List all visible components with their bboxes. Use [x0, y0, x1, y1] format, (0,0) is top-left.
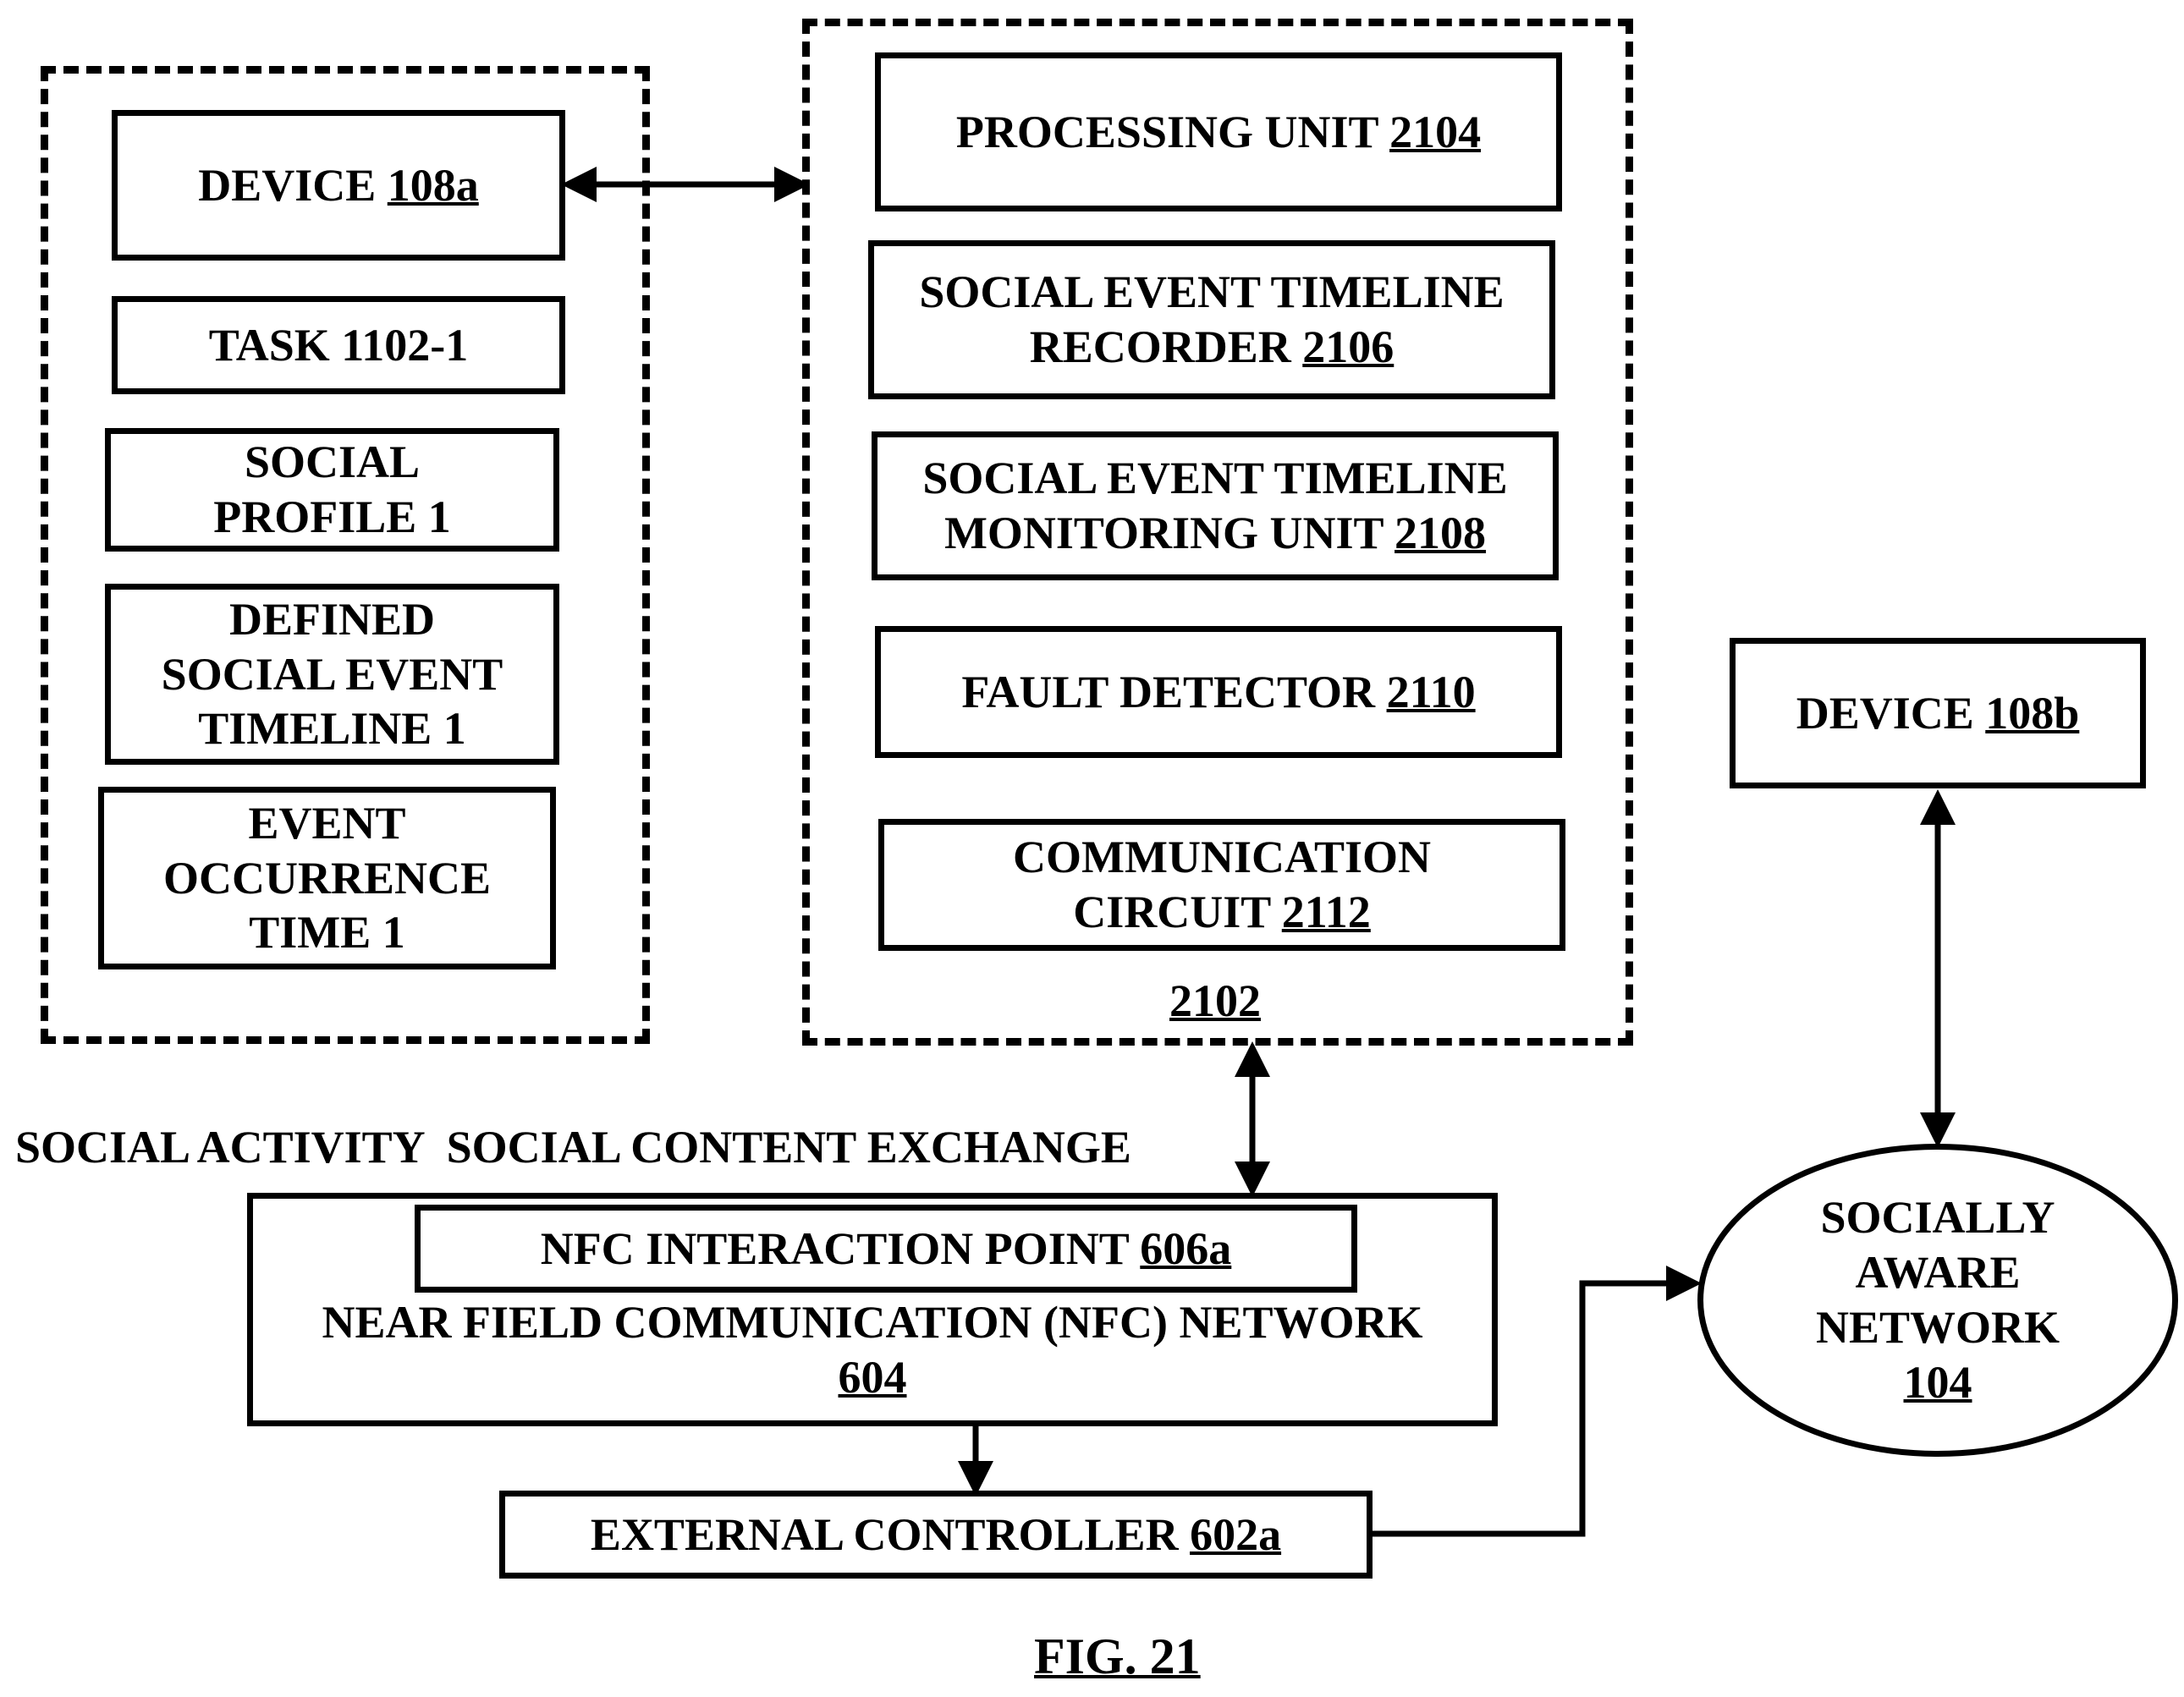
fault-detector-label: FAULT DETECTOR 2110 [961, 666, 1476, 717]
nfc-interaction-point-label: NFC INTERACTION POINT 606a [540, 1222, 1232, 1274]
network-line-1: SOCIALLY [1820, 1192, 2055, 1244]
system-2102-ref: 2102 [1169, 975, 1261, 1026]
defined-timeline-box: DEFINED SOCIAL EVENT TIMELINE 1 [105, 584, 559, 765]
social-profile-line-1: SOCIAL [244, 437, 421, 488]
system-2102-group [802, 19, 1633, 1046]
device-108a-label: DEVICE 108a [198, 159, 479, 211]
communication-circuit-line-1: COMMUNICATION [1013, 832, 1431, 883]
left-device-group [41, 66, 650, 1044]
social-profile-line-2: PROFILE 1 [213, 492, 451, 542]
network-line-2: AWARE [1855, 1247, 2021, 1299]
fault-detector-box: FAULT DETECTOR 2110 [875, 626, 1562, 758]
event-time-line-1: EVENT [248, 797, 406, 848]
timeline-recorder-line-1: SOCIAL EVENT TIMELINE [919, 266, 1505, 318]
processing-unit-box: PROCESSING UNIT 2104 [875, 52, 1562, 211]
processing-unit-label: PROCESSING UNIT 2104 [955, 106, 1482, 157]
external-controller-label: EXTERNAL CONTROLLER 602a [590, 1508, 1282, 1560]
nfc-interaction-point-box: NFC INTERACTION POINT 606a [415, 1205, 1357, 1293]
timeline-monitoring-box: SOCIAL EVENT TIMELINE MONITORING UNIT 21… [872, 431, 1559, 580]
nfc-network-ref: 604 [838, 1352, 907, 1403]
event-time-line-2: OCCURRENCE [162, 852, 492, 903]
social-profile-box: SOCIAL PROFILE 1 [105, 428, 559, 552]
network-ref: 104 [1903, 1356, 1972, 1408]
timeline-recorder-line-2: RECORDER 2106 [1029, 321, 1395, 372]
communication-circuit-line-2: CIRCUIT 2112 [1073, 887, 1371, 937]
defined-timeline-line-1: DEFINED [228, 593, 436, 645]
defined-timeline-line-2: SOCIAL EVENT [161, 648, 503, 700]
defined-timeline-line-3: TIMELINE 1 [198, 703, 466, 755]
timeline-recorder-box: SOCIAL EVENT TIMELINE RECORDER 2106 [868, 240, 1555, 399]
device-108b-label: DEVICE 108b [1796, 687, 2080, 739]
figure-caption: FIG. 21 [1034, 1628, 1201, 1684]
social-exchange-label: SOCIAL ACTIVITY SOCIAL CONTENT EXCHANGE [15, 1122, 1131, 1173]
device-108b-box: DEVICE 108b [1730, 638, 2146, 788]
timeline-monitoring-line-1: SOCIAL EVENT TIMELINE [922, 453, 1508, 504]
task-box: TASK 1102-1 [112, 296, 565, 394]
communication-circuit-box: COMMUNICATION CIRCUIT 2112 [878, 819, 1565, 951]
external-controller-box: EXTERNAL CONTROLLER 602a [499, 1491, 1373, 1579]
event-time-line-3: TIME 1 [249, 907, 405, 958]
timeline-monitoring-line-2: MONITORING UNIT 2108 [943, 508, 1487, 558]
device-108a-box: DEVICE 108a [112, 110, 565, 261]
task-label: TASK 1102-1 [208, 319, 469, 371]
controller-to-network-arrow [1373, 1266, 1702, 1537]
nfc-network-label: NEAR FIELD COMMUNICATION (NFC) NETWORK [322, 1297, 1423, 1348]
network-line-3: NETWORK [1815, 1302, 2060, 1353]
socially-aware-network-ellipse: SOCIALLY AWARE NETWORK 104 [1697, 1144, 2178, 1457]
event-time-box: EVENT OCCURRENCE TIME 1 [98, 787, 556, 969]
